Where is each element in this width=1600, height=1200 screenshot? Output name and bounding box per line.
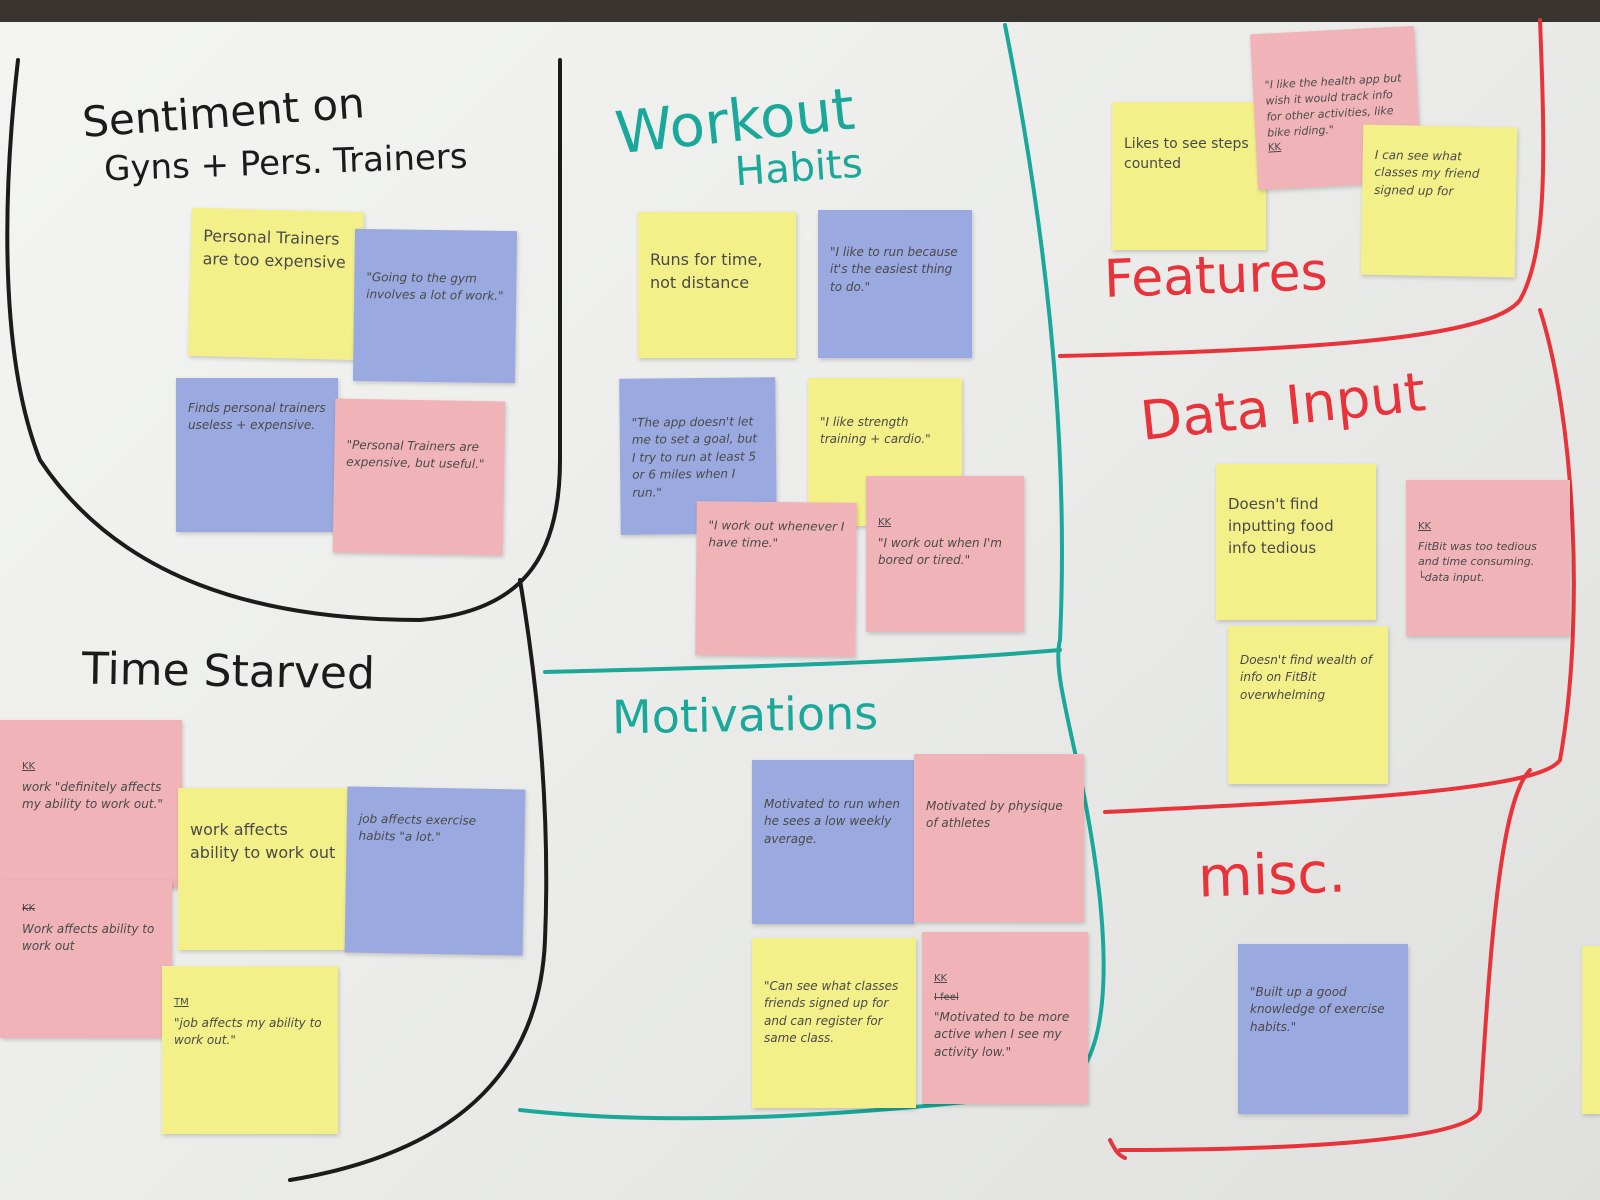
heading-motivations: Motivations bbox=[611, 685, 879, 745]
sticky-note: Finds personal trainers useless + expens… bbox=[176, 378, 338, 532]
sticky-note: KK I feel "Motivated to be more active w… bbox=[922, 932, 1088, 1104]
sticky-note: Doesn't find inputting food info tedious bbox=[1216, 464, 1376, 620]
heading-features: Features bbox=[1103, 242, 1329, 310]
sticky-note-partial bbox=[1582, 946, 1600, 1114]
red-divider-top-right bbox=[1058, 18, 1546, 358]
sticky-note: "I like to run because it's the easiest … bbox=[818, 210, 972, 358]
heading-time-starved: Time Starved bbox=[81, 643, 376, 700]
teal-divider-middle bbox=[543, 648, 1062, 674]
black-divider-lower bbox=[288, 578, 549, 1182]
heading-workout-line2: Habits bbox=[733, 140, 865, 196]
teal-divider-right bbox=[1003, 23, 1106, 1092]
red-divider-tick bbox=[1108, 1138, 1127, 1160]
sticky-note: work affects ability to work out bbox=[178, 788, 348, 950]
sticky-note: KK work "definitely affects my ability t… bbox=[0, 720, 182, 888]
sticky-note: "Can see what classes friends signed up … bbox=[752, 938, 916, 1108]
sticky-note: "Personal Trainers are expensive, but us… bbox=[332, 398, 506, 556]
sticky-note: Runs for time, not distance bbox=[638, 212, 796, 358]
sticky-note: KK Work affects ability to work out bbox=[0, 880, 172, 1038]
sticky-note: Likes to see steps counted bbox=[1112, 102, 1266, 250]
red-divider-bottom-right bbox=[1118, 768, 1532, 1152]
sticky-note: Personal Trainers are too expensive bbox=[188, 207, 364, 361]
sticky-note: Motivated to run when he sees a low week… bbox=[752, 760, 914, 924]
sticky-note: "Built up a good knowledge of exercise h… bbox=[1238, 944, 1408, 1114]
sticky-note: KK FitBit was too tedious and time consu… bbox=[1406, 480, 1570, 636]
sticky-note: "Going to the gym involves a lot of work… bbox=[352, 228, 518, 384]
sticky-note: I can see what classes my friend signed … bbox=[1360, 124, 1518, 278]
red-divider-middle-right bbox=[1103, 308, 1576, 814]
sticky-note: job affects exercise habits "a lot." bbox=[344, 786, 526, 956]
sticky-note: "I work out whenever I have time." bbox=[695, 501, 857, 657]
sticky-note: Motivated by physique of athletes bbox=[914, 754, 1084, 922]
sticky-note: KK "I work out when I'm bored or tired." bbox=[866, 476, 1024, 632]
sticky-note: TM "job affects my ability to work out." bbox=[162, 966, 338, 1134]
sticky-note: Doesn't find wealth of info on FitBit ov… bbox=[1228, 626, 1388, 784]
heading-misc: misc. bbox=[1196, 840, 1347, 911]
